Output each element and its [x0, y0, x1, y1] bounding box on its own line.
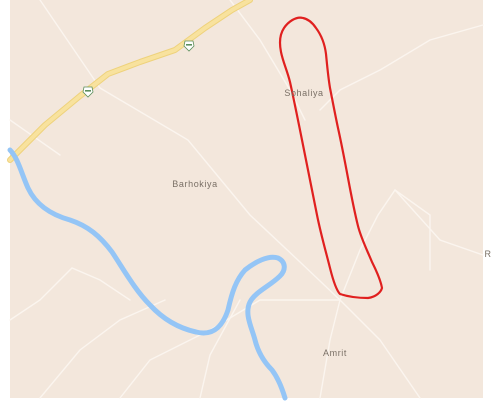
river — [7, 147, 288, 401]
minor-road — [229, 0, 306, 121]
highway-shield-icon — [183, 40, 195, 52]
minor-road — [39, 299, 166, 399]
boundary-polygon[interactable] — [278, 16, 384, 300]
minor-road — [9, 267, 131, 321]
minor-road — [99, 87, 341, 301]
minor-road — [319, 299, 341, 399]
minor-road — [199, 299, 241, 399]
minor-road — [39, 0, 101, 89]
place-label-edge: R — [484, 249, 492, 259]
highway-shield-icon — [82, 86, 94, 98]
minor-road — [319, 24, 484, 111]
minor-road — [394, 189, 484, 256]
minor-road — [339, 299, 421, 399]
place-label-sohaliya: Sohaliya — [284, 88, 324, 98]
place-label-amrit: Amrit — [323, 348, 347, 358]
land-area — [10, 0, 483, 398]
place-label-barhokiya: Barhokiya — [172, 179, 218, 189]
minor-road — [339, 189, 431, 301]
highway — [8, 0, 252, 162]
